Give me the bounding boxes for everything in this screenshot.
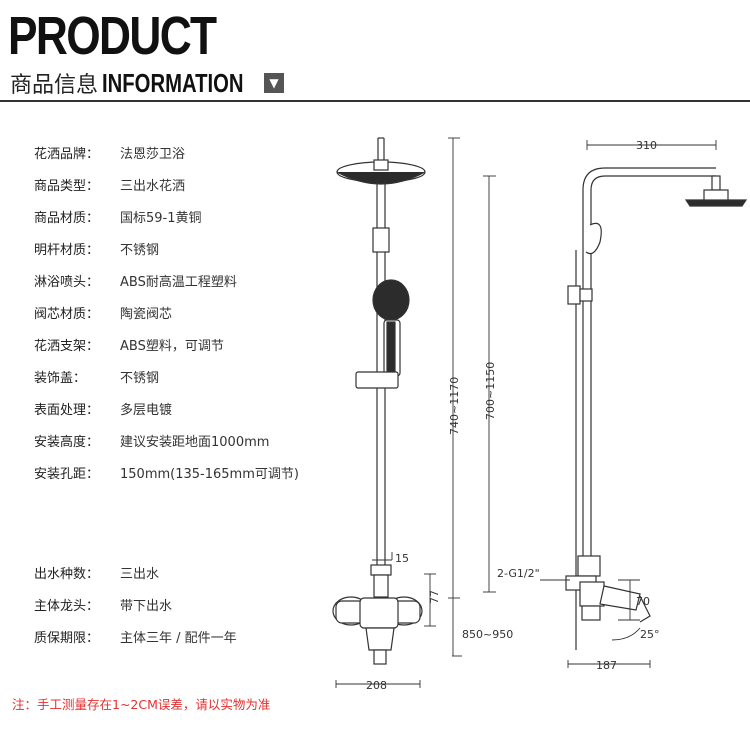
front-view bbox=[332, 137, 426, 665]
arm-length-label: 310 bbox=[636, 139, 657, 152]
spec-label: 明杆材质： bbox=[34, 243, 100, 258]
spec-value: 带下出水 bbox=[120, 599, 173, 614]
spout-depth-label: 187 bbox=[596, 659, 617, 672]
spec-value: 三出水花洒 bbox=[120, 179, 186, 194]
spec-row-brand: 花洒品牌： 法恩莎卫浴 bbox=[34, 145, 185, 165]
page-title: PRODUCT bbox=[8, 6, 217, 66]
spec-row-spacing: 安装孔距： 150mm(135-165mm可调节) bbox=[34, 465, 299, 485]
spout-height-label: 70 bbox=[636, 595, 650, 608]
disclaimer-note: 注：手工测量存在1~2CM误差，请以实物为准 bbox=[12, 697, 271, 712]
spec-row-outlets: 出水种数： 三出水 bbox=[34, 565, 159, 585]
spec-value: 150mm(135-165mm可调节) bbox=[120, 467, 299, 482]
spec-value: 三出水 bbox=[120, 567, 160, 582]
spec-value: 建议安装距地面1000mm bbox=[120, 435, 270, 450]
spec-row-faucet: 主体龙头： 带下出水 bbox=[34, 597, 172, 617]
front-dimension-labels: 740~1170 15 77 850~950 208 bbox=[366, 377, 513, 692]
spec-row-type: 商品类型： 三出水花洒 bbox=[34, 177, 185, 197]
side-view bbox=[565, 167, 748, 650]
spec-label: 装饰盖： bbox=[34, 371, 87, 386]
side-dimension-lines bbox=[483, 140, 717, 668]
spec-label: 阀芯材质： bbox=[34, 307, 100, 322]
header-divider bbox=[0, 100, 750, 102]
spec-value: 法恩莎卫浴 bbox=[120, 147, 186, 162]
spec-label: 淋浴喷头： bbox=[34, 275, 100, 290]
spec-row-rod: 明杆材质： 不锈钢 bbox=[34, 241, 159, 261]
spec-row-valve: 阀芯材质： 陶瓷阀芯 bbox=[34, 305, 172, 325]
body-width-label: 208 bbox=[366, 679, 387, 692]
spec-value: 不锈钢 bbox=[120, 243, 160, 258]
spec-row-bracket: 花洒支架： ABS塑料，可调节 bbox=[34, 337, 224, 357]
subtitle-english: INFORMATION bbox=[102, 67, 244, 98]
spec-label: 安装孔距： bbox=[34, 467, 100, 482]
spec-label: 商品材质： bbox=[34, 211, 100, 226]
subtitle-chinese: 商品信息 bbox=[10, 73, 99, 98]
subtitle-row: 商品信息 INFORMATION ▼ bbox=[10, 66, 285, 100]
spec-value: 不锈钢 bbox=[120, 371, 160, 386]
spout-angle-label: 25° bbox=[640, 628, 660, 641]
front-height-label: 740~1170 bbox=[448, 377, 461, 435]
side-height-label: 700~1150 bbox=[484, 362, 497, 420]
spec-label: 质保期限： bbox=[34, 631, 100, 646]
floor-height-label: 850~950 bbox=[462, 628, 513, 641]
spec-label: 花洒品牌： bbox=[34, 147, 100, 162]
spec-label: 安装高度： bbox=[34, 435, 100, 450]
spec-row-finish: 表面处理： 多层电镀 bbox=[34, 401, 172, 421]
spec-row-material: 商品材质： 国标59-1黄铜 bbox=[34, 209, 202, 229]
spec-value: 多层电镀 bbox=[120, 403, 173, 418]
spec-value: 主体三年 / 配件一年 bbox=[120, 631, 237, 646]
thread-label: 2-G1/2" bbox=[497, 567, 540, 580]
spec-label: 商品类型： bbox=[34, 179, 100, 194]
side-dimension-labels: 700~1150 310 2-G1/2" 70 25° 187 bbox=[484, 139, 660, 672]
pipe-diameter-label: 15 bbox=[395, 552, 409, 565]
spec-label: 主体龙头： bbox=[34, 599, 100, 614]
spec-value: ABS塑料，可调节 bbox=[120, 339, 224, 354]
spec-value: ABS耐高温工程塑料 bbox=[120, 275, 237, 290]
chevron-down-icon: ▼ bbox=[264, 73, 285, 93]
spec-value: 国标59-1黄铜 bbox=[120, 211, 202, 226]
spec-row-head: 淋浴喷头： ABS耐高温工程塑料 bbox=[34, 273, 237, 293]
spec-label: 出水种数： bbox=[34, 567, 100, 582]
spec-row-warranty: 质保期限： 主体三年 / 配件一年 bbox=[34, 629, 237, 649]
spec-label: 表面处理： bbox=[34, 403, 100, 418]
spec-label: 花洒支架： bbox=[34, 339, 100, 354]
outlet-height-label: 77 bbox=[428, 590, 441, 604]
spec-value: 陶瓷阀芯 bbox=[120, 307, 173, 322]
front-dimension-lines bbox=[335, 137, 462, 688]
spec-row-cover: 装饰盖： 不锈钢 bbox=[34, 369, 159, 389]
spec-row-height: 安装高度： 建议安装距地面1000mm bbox=[34, 433, 269, 453]
